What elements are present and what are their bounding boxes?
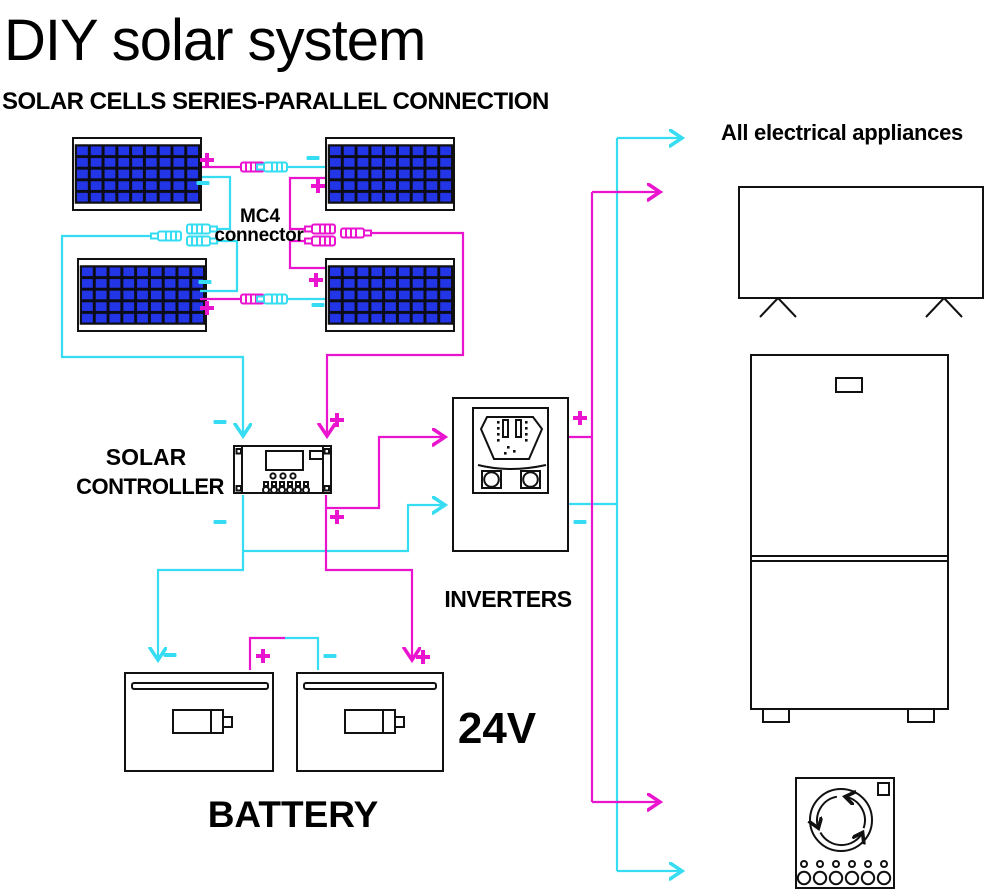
minus-icon: [213, 520, 227, 524]
battery-voltage-label: 24V: [458, 704, 537, 753]
battery-right-icon: [296, 672, 444, 772]
panel1-negative-wire: [202, 175, 232, 231]
mc4-y-branch-icon: [304, 223, 336, 235]
mc4-label-line2: connector: [214, 225, 304, 246]
minus-icon: [196, 181, 210, 185]
ccw-rotation-arrows-icon: [817, 797, 866, 846]
controller-display: [265, 450, 304, 471]
page-title: DIY solar system: [4, 8, 425, 73]
washing-machine-controls: [796, 860, 892, 886]
controller-positive-to-battery-wire: [324, 495, 412, 660]
minus-icon: [198, 280, 212, 284]
mc4-y-output-icon: [150, 230, 182, 242]
controller-negative-to-battery-wire: [158, 495, 245, 660]
mc4-y-branch-icon: [186, 223, 218, 235]
refrigerator-foot: [907, 708, 935, 723]
panel4-positive-wire: [288, 239, 325, 270]
plus-icon: [311, 179, 325, 193]
controller-button: [289, 472, 297, 480]
refrigerator-handle: [835, 377, 863, 393]
minus-icon: [573, 520, 587, 524]
plus-icon: [309, 273, 323, 287]
refrigerator-foot: [762, 708, 790, 723]
controller-negative-to-inverter-wire: [243, 505, 445, 553]
minus-icon: [323, 654, 337, 658]
tv-leg: [925, 297, 963, 318]
plus-icon: [330, 510, 344, 524]
controller-terminals: [262, 481, 310, 494]
panel2-positive-wire: [288, 176, 325, 231]
minus-icon: [306, 156, 320, 160]
mc4-y-output-icon: [340, 227, 372, 239]
controller-button: [279, 472, 287, 480]
battery-left-icon: [124, 672, 274, 772]
refrigerator-icon: [750, 354, 949, 723]
mc4-plug-icon: [256, 161, 288, 173]
mc4-plug-icon: [256, 293, 288, 305]
plus-icon: [200, 153, 214, 167]
battery-jumper-positive-half: [248, 636, 285, 670]
solar-panel-bottom-left-icon: [77, 258, 207, 332]
inverter-icon: [452, 397, 569, 552]
battery-bank: [124, 672, 444, 772]
plus-icon: [330, 413, 344, 427]
mc4-y-branch-icon: [304, 235, 336, 247]
panel3-negative-wire: [200, 239, 239, 293]
controller-positive-to-inverter-wire: [326, 437, 445, 510]
controller-label-line2: CONTROLLER: [76, 474, 224, 499]
appliances-label: All electrical appliances: [721, 120, 963, 145]
controller-label-line1: SOLAR: [106, 444, 187, 470]
minus-icon: [163, 653, 177, 657]
plus-icon: [416, 650, 430, 664]
plus-icon: [573, 411, 587, 425]
pv-positive-feed-wire: [327, 231, 465, 436]
inverter-label: INVERTERS: [444, 586, 571, 612]
inverter-indicator-dots: [497, 421, 528, 455]
inverter-knob: [481, 470, 502, 489]
battery-label: BATTERY: [208, 794, 379, 835]
solar-panel-bottom-right-icon: [325, 258, 455, 332]
minus-icon: [213, 420, 227, 424]
inverter-knob: [520, 470, 541, 489]
battery-jumper-negative-half: [285, 636, 320, 670]
solar-panel-top-right-icon: [325, 137, 455, 211]
mc4-y-branch-icon: [186, 235, 218, 247]
tv-leg: [759, 297, 797, 318]
tv-icon: [738, 186, 984, 318]
solar-controller-icon: [233, 445, 332, 494]
controller-button: [269, 472, 277, 480]
plus-icon: [256, 649, 270, 663]
solar-panel-top-left-icon: [72, 137, 202, 211]
mc4-label-line1: MC4: [240, 206, 281, 227]
inverter-face: [479, 416, 544, 460]
washing-machine-icon: [795, 777, 895, 889]
page-subtitle: SOLAR CELLS SERIES-PARALLEL CONNECTION: [2, 88, 549, 115]
minus-icon: [311, 303, 325, 307]
pv-negative-feed-wire: [60, 234, 243, 436]
